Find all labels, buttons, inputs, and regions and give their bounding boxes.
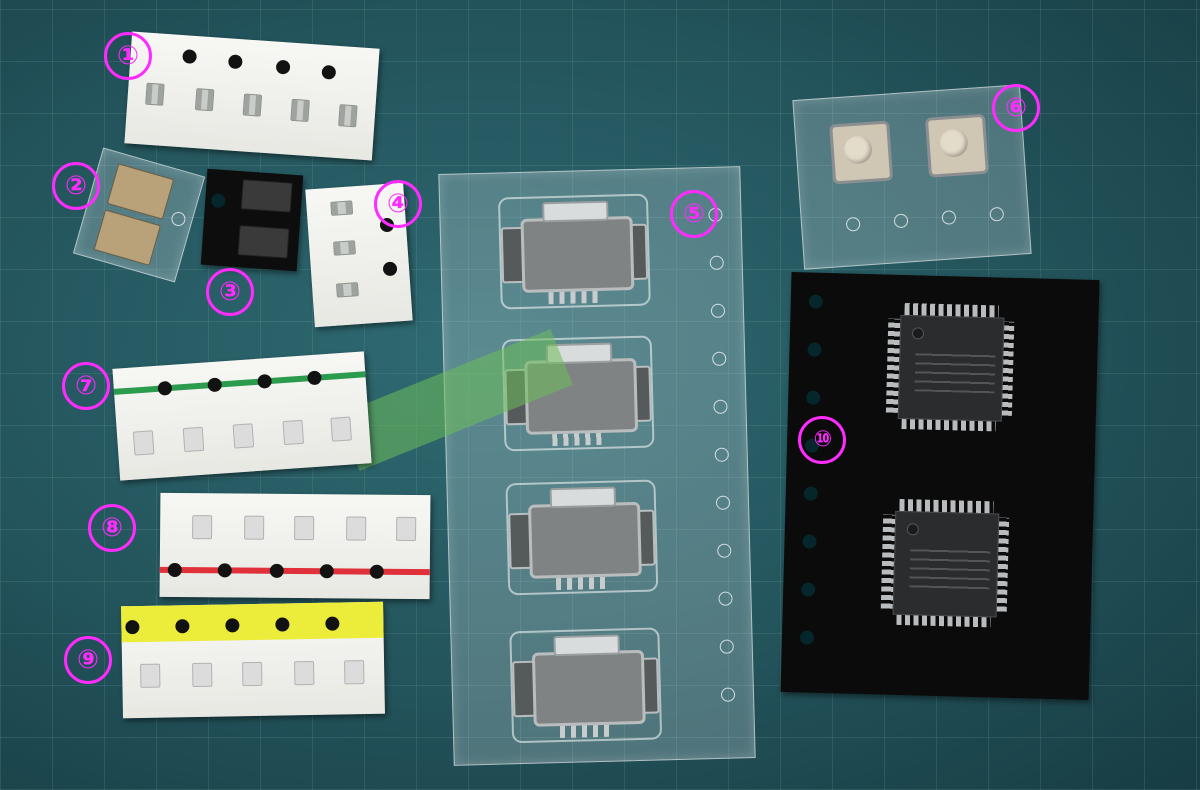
- component-label-2: ②: [52, 162, 100, 210]
- component-label-9: ⑨: [64, 636, 112, 684]
- qfp-chip: [878, 496, 1011, 629]
- component-tape-5: [438, 166, 756, 766]
- component-tape-1: [124, 31, 380, 161]
- component-tape-10: [780, 272, 1100, 700]
- component-label-1: ①: [104, 32, 152, 80]
- component-label-10: ⑩: [798, 416, 846, 464]
- component-label-8: ⑧: [88, 504, 136, 552]
- component-label-5: ⑤: [670, 190, 718, 238]
- component-tape-7: [112, 351, 372, 481]
- component-label-7: ⑦: [62, 362, 110, 410]
- component-label-6: ⑥: [992, 84, 1040, 132]
- component-tape-9: [121, 601, 385, 719]
- component-label-4: ④: [374, 180, 422, 228]
- component-tape-8: [159, 492, 431, 600]
- qfp-chip: [883, 301, 1016, 434]
- component-tape-3: [200, 168, 304, 272]
- component-label-3: ③: [206, 268, 254, 316]
